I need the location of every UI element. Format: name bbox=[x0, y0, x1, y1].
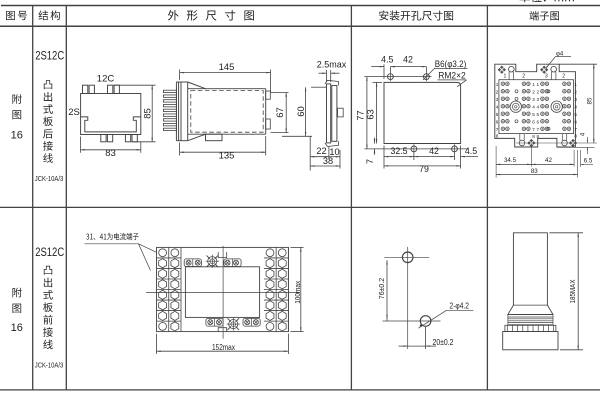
svg-text:6: 6 bbox=[537, 119, 540, 124]
svg-text:5: 5 bbox=[574, 112, 577, 117]
svg-text:JCK-10A/3: JCK-10A/3 bbox=[35, 174, 64, 183]
svg-text:7: 7 bbox=[574, 127, 577, 132]
svg-text:145: 145 bbox=[219, 62, 235, 73]
svg-text:7: 7 bbox=[532, 127, 535, 132]
svg-text:2S12C: 2S12C bbox=[35, 51, 64, 63]
svg-text:83: 83 bbox=[531, 168, 538, 175]
svg-text:4.5: 4.5 bbox=[381, 55, 393, 65]
svg-text:1: 1 bbox=[532, 82, 535, 87]
svg-text:6: 6 bbox=[532, 119, 535, 124]
svg-text:4.5: 4.5 bbox=[465, 146, 477, 156]
svg-text:2: 2 bbox=[562, 74, 565, 80]
svg-text:4: 4 bbox=[532, 104, 535, 109]
svg-text:7: 7 bbox=[365, 159, 375, 164]
svg-text:4: 4 bbox=[537, 104, 540, 109]
svg-text:8: 8 bbox=[574, 133, 577, 138]
svg-text:2: 2 bbox=[532, 89, 535, 94]
svg-text:3: 3 bbox=[496, 97, 499, 102]
svg-text:6: 6 bbox=[496, 119, 499, 124]
svg-text:2-φ4.2: 2-φ4.2 bbox=[450, 302, 470, 311]
svg-text:38: 38 bbox=[323, 156, 333, 166]
svg-text:5: 5 bbox=[496, 112, 499, 117]
svg-text:85: 85 bbox=[143, 108, 154, 119]
svg-text:16: 16 bbox=[11, 130, 23, 142]
svg-text:φ4: φ4 bbox=[556, 52, 564, 58]
svg-text:2: 2 bbox=[522, 74, 525, 80]
svg-text:4: 4 bbox=[581, 132, 587, 136]
svg-text:JCK-10A/3: JCK-10A/3 bbox=[35, 361, 64, 370]
svg-text:6: 6 bbox=[574, 119, 577, 124]
svg-text:7: 7 bbox=[496, 127, 499, 132]
svg-text:135: 135 bbox=[219, 151, 235, 162]
svg-text:42: 42 bbox=[429, 146, 439, 156]
svg-text:4: 4 bbox=[496, 104, 499, 109]
svg-text:2S12C: 2S12C bbox=[35, 247, 64, 259]
svg-text:8: 8 bbox=[537, 134, 540, 139]
svg-text:6.5: 6.5 bbox=[584, 157, 593, 164]
svg-text:1: 1 bbox=[537, 82, 540, 87]
svg-text:12C: 12C bbox=[97, 74, 115, 85]
svg-text:42: 42 bbox=[403, 55, 413, 65]
svg-text:2S: 2S bbox=[68, 107, 80, 118]
svg-text:22: 22 bbox=[316, 146, 326, 156]
svg-text:8: 8 bbox=[532, 134, 535, 139]
svg-text:RM2×2: RM2×2 bbox=[438, 70, 466, 80]
svg-text:7: 7 bbox=[537, 127, 540, 132]
svg-text:42: 42 bbox=[545, 157, 552, 164]
svg-text:10: 10 bbox=[329, 147, 339, 157]
svg-text:79: 79 bbox=[419, 164, 429, 174]
svg-text:34.5: 34.5 bbox=[504, 157, 517, 164]
svg-text:3: 3 bbox=[532, 97, 535, 102]
svg-text:63: 63 bbox=[365, 109, 375, 119]
svg-text:2: 2 bbox=[574, 89, 577, 94]
svg-text:2.5max: 2.5max bbox=[317, 60, 347, 70]
svg-text:2: 2 bbox=[537, 89, 540, 94]
svg-text:85: 85 bbox=[587, 97, 594, 104]
svg-text:B6(φ3.2): B6(φ3.2) bbox=[435, 59, 467, 69]
svg-text:4: 4 bbox=[574, 104, 577, 109]
svg-text:1: 1 bbox=[504, 74, 507, 80]
svg-text:8: 8 bbox=[496, 133, 499, 138]
svg-text:16: 16 bbox=[11, 322, 23, 334]
svg-text:100max: 100max bbox=[293, 281, 302, 304]
svg-text:1: 1 bbox=[574, 82, 577, 87]
svg-text:185MAX: 185MAX bbox=[568, 280, 577, 304]
svg-text:3: 3 bbox=[545, 74, 548, 80]
svg-text:83: 83 bbox=[105, 148, 116, 159]
svg-text:77: 77 bbox=[356, 110, 366, 120]
svg-text:32.5: 32.5 bbox=[390, 146, 407, 156]
svg-text:20±0.2: 20±0.2 bbox=[433, 338, 454, 347]
svg-text:60: 60 bbox=[296, 106, 307, 117]
svg-text:2: 2 bbox=[496, 89, 499, 94]
svg-text:76±0.2: 76±0.2 bbox=[379, 278, 386, 299]
svg-text:1: 1 bbox=[496, 82, 499, 87]
svg-text:67: 67 bbox=[275, 107, 286, 118]
svg-text:3: 3 bbox=[537, 97, 540, 102]
svg-text:3: 3 bbox=[574, 97, 577, 102]
svg-text:5: 5 bbox=[537, 112, 540, 117]
svg-text:5: 5 bbox=[532, 112, 535, 117]
svg-text:152max: 152max bbox=[212, 343, 235, 352]
